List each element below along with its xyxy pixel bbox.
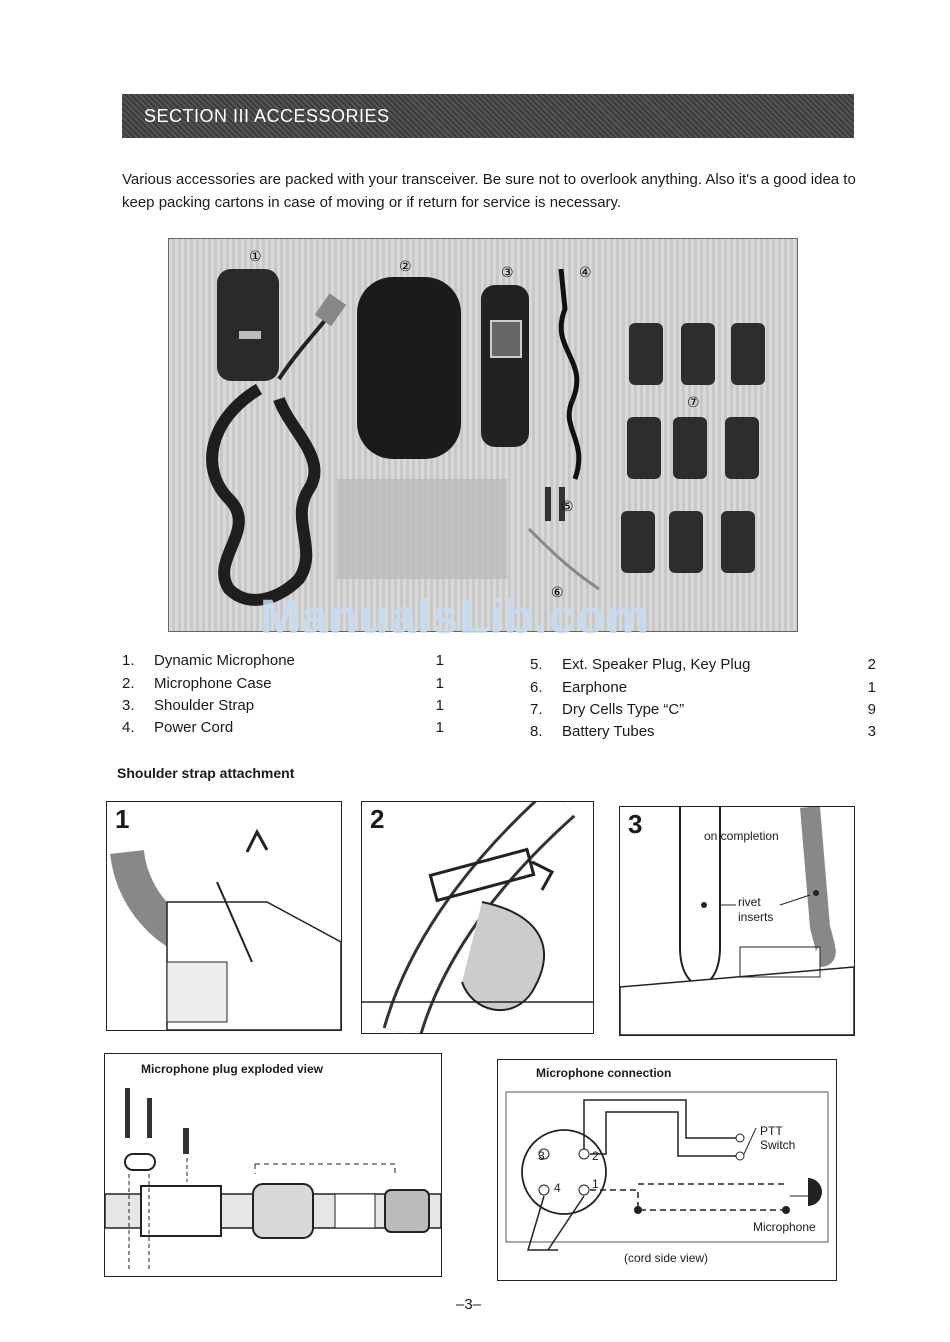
switch-label: Switch (760, 1138, 796, 1152)
section-header: SECTION III ACCESSORIES (122, 94, 854, 138)
plug-exploded-view: Microphone plug exploded view (104, 1053, 442, 1277)
strap-panel-2: 2 (361, 801, 594, 1034)
power-cord (558, 268, 582, 480)
callout-1: ① (249, 249, 262, 265)
plug-view-title: Microphone plug exploded view (141, 1062, 324, 1076)
callout-6: ⑥ (551, 585, 564, 601)
callout-7: ⑦ (687, 395, 700, 411)
list-item: 7. Dry Cells Type “C” 9 (530, 701, 876, 718)
list-item: 3. Shoulder Strap 1 (122, 697, 444, 714)
callout-2: ② (399, 259, 412, 275)
mic-connection-diagram: Microphone connection 3 2 4 1 PTT Switch… (497, 1059, 837, 1281)
photo-illustration: ① ② ③ ④ ⑤ ⑥ ⑦ (206, 249, 765, 606)
coiled-cord (206, 383, 321, 606)
list-item: 8. Battery Tubes 3 (530, 723, 876, 740)
mic-wiring-schematic (505, 1091, 829, 1251)
callout-3: ③ (501, 265, 514, 281)
pin-label: 2 (592, 1149, 599, 1163)
list-item: 1. Dynamic Microphone 1 (122, 652, 444, 669)
list-item: 4. Power Cord 1 (122, 719, 444, 736)
strap-buckle (490, 320, 522, 358)
plug-b (559, 487, 565, 521)
pin-label: 4 (554, 1181, 561, 1195)
shoulder-strap (481, 285, 529, 447)
microphone-body (217, 269, 279, 381)
list-item: 6. Earphone 1 (530, 679, 876, 696)
callout-4: ④ (579, 265, 592, 281)
step-number: 2 (370, 804, 385, 834)
mic-connector (314, 293, 347, 327)
intro-paragraph: Various accessories are packed with your… (122, 171, 856, 211)
microphone-case (357, 277, 461, 459)
strap-panel-3: 3 on completion rivet inserts (619, 806, 855, 1036)
rivet-label: rivet (738, 895, 761, 909)
accessories-photo: ① ② ③ ④ ⑤ ⑥ ⑦ (168, 238, 798, 632)
battery-tubes (337, 479, 507, 579)
list-item: 2. Microphone Case 1 (122, 675, 444, 692)
dry-cells (621, 323, 765, 573)
cord-side-caption: (cord side view) (624, 1251, 709, 1265)
list-item: 5. Ext. Speaker Plug, Key Plug 2 (530, 656, 876, 673)
pin-label: 1 (592, 1177, 599, 1191)
plug-exploded-illustration (105, 1088, 441, 1269)
mic-connection-title: Microphone connection (536, 1066, 672, 1080)
earphone (527, 527, 600, 591)
watermark: ManualsLib.com (260, 591, 651, 644)
step-number: 3 (628, 809, 643, 839)
ptt-label: PTT (760, 1124, 783, 1138)
strap-panel-1: 1 (106, 801, 342, 1031)
callout-5: ⑤ (561, 499, 574, 515)
strap-step-2-illustration (362, 802, 593, 1033)
strap-step-3-illustration (620, 807, 854, 1035)
section-title: SECTION III ACCESSORIES (144, 105, 390, 126)
plug-a (545, 487, 551, 521)
completion-label: on completion (704, 829, 779, 843)
strap-heading: Shoulder strap attachment (117, 765, 295, 781)
microphone-badge (239, 331, 261, 339)
microphone-label: Microphone (753, 1220, 816, 1234)
pin-label: 3 (538, 1149, 545, 1163)
page-number: –3– (456, 1296, 482, 1313)
inserts-label: inserts (738, 910, 774, 924)
step-number: 1 (115, 804, 130, 834)
strap-step-1-illustration (110, 828, 341, 1030)
